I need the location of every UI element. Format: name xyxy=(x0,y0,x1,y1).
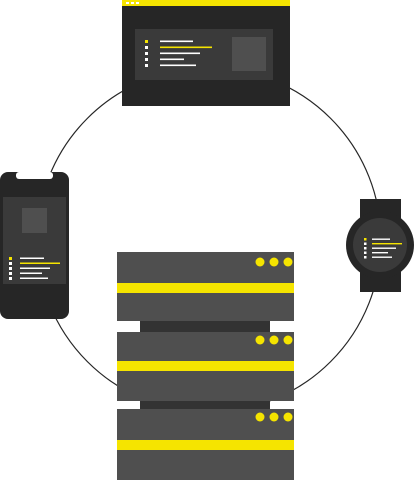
phone-notch xyxy=(16,172,53,179)
smartphone-icon xyxy=(0,172,69,319)
monitor-titlebar-dot xyxy=(131,2,134,4)
monitor-titlebar xyxy=(122,0,290,6)
phone-text-lines xyxy=(9,257,60,280)
server-rack-icon xyxy=(117,252,294,480)
watch-screen xyxy=(353,218,407,272)
phone-image-placeholder xyxy=(22,208,47,233)
server-unit xyxy=(117,409,294,480)
server-led xyxy=(269,412,279,422)
server-stripe xyxy=(117,283,294,293)
server-unit xyxy=(117,332,294,401)
server-led xyxy=(283,257,293,267)
server-led xyxy=(269,257,279,267)
server-connector xyxy=(140,320,270,332)
server-connector xyxy=(140,400,270,410)
monitor-icon xyxy=(122,0,290,106)
smartwatch-icon xyxy=(346,199,414,292)
server-led xyxy=(255,257,265,267)
server-led xyxy=(255,335,265,345)
monitor-image-placeholder xyxy=(232,37,266,71)
server-stripe xyxy=(117,361,294,371)
server-led xyxy=(269,335,279,345)
server-unit xyxy=(117,252,294,321)
monitor-titlebar-dot xyxy=(126,2,129,4)
server-led xyxy=(283,335,293,345)
server-stripe xyxy=(117,440,294,450)
server-led xyxy=(283,412,293,422)
monitor-text-lines xyxy=(145,40,212,67)
monitor-titlebar-dot xyxy=(136,2,139,4)
watch-text-lines xyxy=(364,238,402,259)
server-led xyxy=(255,412,265,422)
